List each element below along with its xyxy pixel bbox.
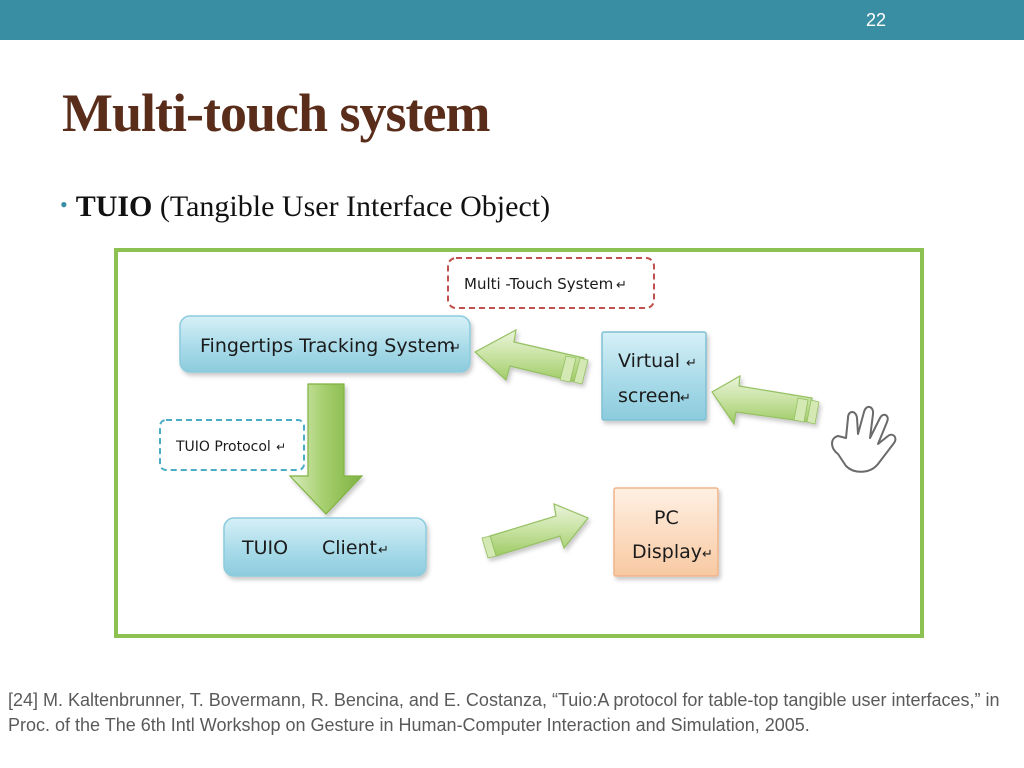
multi-touch-system-box: Multi -Touch System ↵: [447, 257, 655, 309]
citation-text: [24] M. Kaltenbrunner, T. Bovermann, R. …: [8, 690, 1000, 735]
slide-title: Multi-touch system: [62, 83, 490, 143]
fingertips-label: Fingertips Tracking System: [200, 335, 455, 357]
tuio-protocol-return-icon: ↵: [276, 440, 286, 454]
tuio-client-part1: TUIO: [241, 537, 288, 559]
tuio-client-part2: Client: [322, 537, 377, 559]
screen-return-icon: ↵: [680, 391, 691, 406]
top-bar: 22: [0, 0, 1024, 40]
virtual-return-icon: ↵: [686, 356, 697, 371]
virtual-screen-line2: screen: [618, 385, 681, 407]
bullet-item: • TUIO (Tangible User Interface Object): [60, 190, 550, 224]
pc-display-line1: PC: [654, 507, 679, 529]
pc-display-box: [613, 487, 719, 577]
arrow-down-icon: [288, 383, 364, 515]
hand-icon: [831, 406, 897, 473]
arrow-left-icon: [711, 374, 820, 426]
pc-display-return-icon: ↵: [702, 547, 713, 562]
arrow-right-icon: [481, 503, 589, 559]
bullet-term: TUIO: [75, 190, 153, 223]
bullet-text: (Tangible User Interface Object): [152, 190, 551, 223]
tuio-protocol-label: TUIO Protocol: [175, 439, 271, 455]
page-number: 22: [865, 10, 886, 30]
bullet-dot-icon: •: [60, 192, 68, 217]
diagram-frame: Multi -Touch System ↵ Fingertips Trackin…: [114, 248, 924, 638]
fingertips-tracking-box: [179, 315, 471, 373]
multi-touch-label: Multi -Touch System: [464, 275, 613, 293]
fingertips-return-icon: ↵: [450, 341, 461, 356]
arrow-left-icon: [473, 328, 589, 385]
diagram-canvas: Multi -Touch System ↵ Fingertips Trackin…: [159, 257, 897, 577]
tuio-protocol-box: TUIO Protocol ↵: [159, 419, 305, 471]
tuio-client-box: [223, 517, 427, 577]
virtual-screen-box: [601, 331, 707, 421]
tuio-client-return-icon: ↵: [378, 543, 389, 558]
multi-touch-return-icon: ↵: [616, 278, 627, 293]
virtual-screen-line1: Virtual: [618, 350, 680, 372]
pc-display-line2: Display: [632, 541, 702, 563]
